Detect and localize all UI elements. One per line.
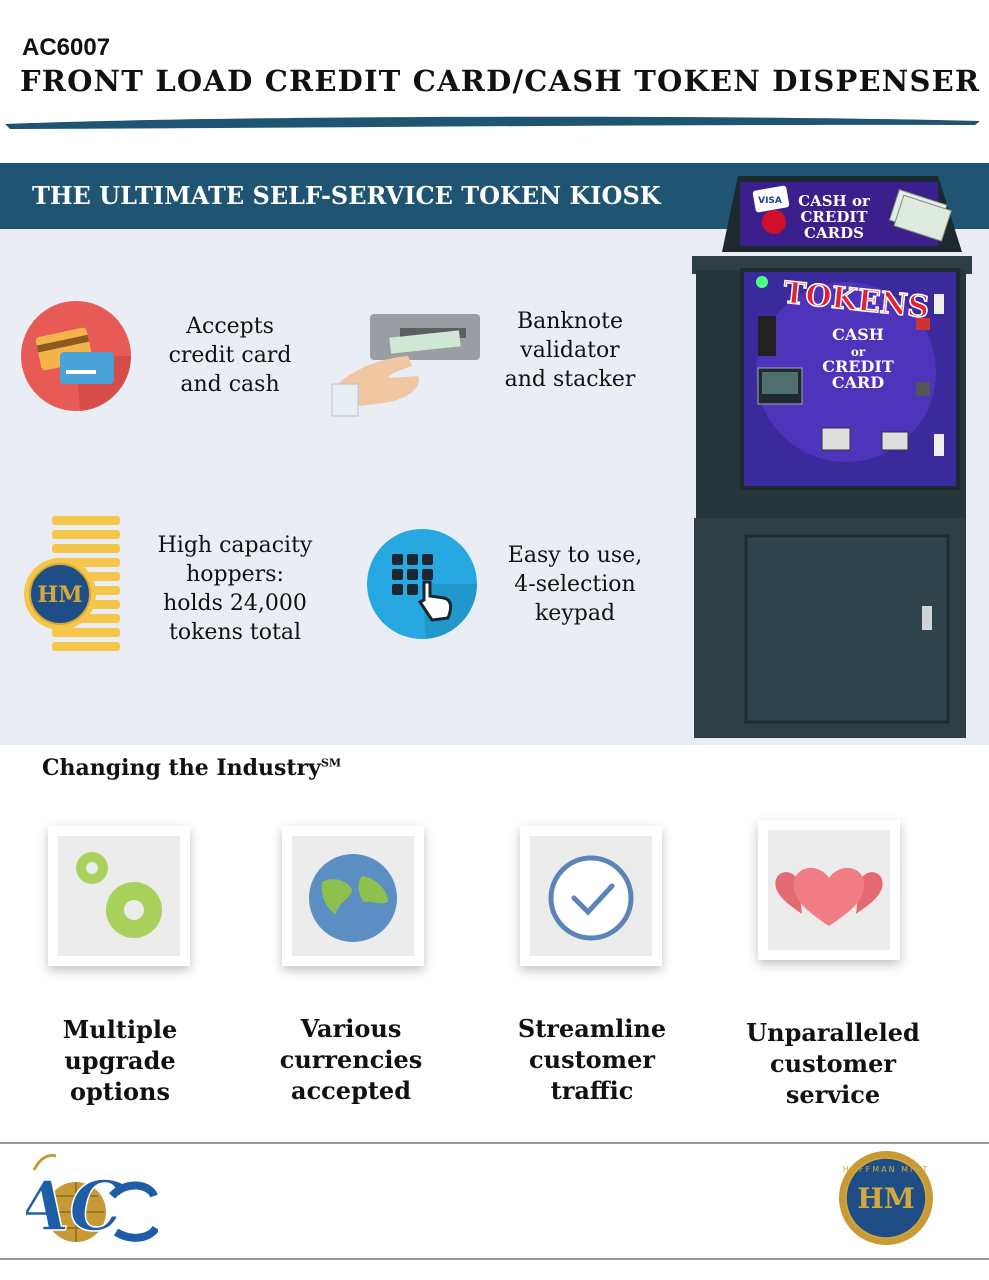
feature-line: credit card	[168, 343, 292, 368]
kiosk-machine-image: VISA CASH or CREDIT CARDS TOKENS CASH or…	[692, 176, 972, 738]
card-label-line: service	[785, 1080, 881, 1109]
feature-hoppers: High capacity hoppers: holds 24,000 toke…	[140, 531, 330, 647]
feature-line: Accepts	[186, 314, 274, 339]
feature-line: holds 24,000	[163, 591, 307, 616]
screen-line: or	[851, 345, 866, 359]
industry-heading-text: Changing the Industry	[42, 755, 321, 781]
feature-line: and cash	[180, 372, 280, 397]
feature-keypad: Easy to use, 4-selection keypad	[490, 541, 660, 628]
token-stack-icon: HM	[24, 516, 120, 651]
card-label-upgrade: Multiple upgrade options	[20, 1014, 220, 1107]
banner-title: THE ULTIMATE SELF-SERVICE TOKEN KIOSK	[32, 181, 661, 210]
brush-stroke-divider	[5, 116, 980, 129]
credit-card-icon	[21, 301, 132, 411]
keypad-icon	[367, 529, 478, 639]
feature-credit-card: Accepts credit card and cash	[140, 312, 320, 399]
ac-logo: AC	[26, 1154, 158, 1246]
feature-line: Banknote	[516, 309, 624, 334]
card-label-line: traffic	[550, 1076, 634, 1105]
feature-banknote: Banknote validator and stacker	[490, 307, 650, 394]
topper-line: CREDIT	[800, 208, 868, 226]
ac-logo-text: AC	[26, 1167, 123, 1246]
card-label-line: customer	[529, 1045, 655, 1074]
model-number: AC6007	[22, 34, 111, 61]
card-label-line: upgrade	[64, 1046, 176, 1075]
card-photo-inner	[768, 830, 890, 950]
svg-text:HM: HM	[37, 582, 82, 608]
card-label-line: customer	[770, 1049, 896, 1078]
card-photo	[758, 820, 900, 960]
screen-line: CASH	[832, 325, 884, 344]
card-label-line: accepted	[291, 1076, 411, 1105]
topper-card-brand: VISA	[758, 196, 782, 206]
card-photo-inner	[58, 836, 180, 956]
card-photo-inner	[530, 836, 652, 956]
card-label-traffic: Streamline customer traffic	[492, 1013, 692, 1106]
feature-line: validator	[520, 338, 620, 363]
card-photo	[282, 826, 424, 966]
hoffman-mint-logo: HM HOFFMAN MINT	[839, 1151, 933, 1245]
card-photo	[520, 826, 662, 966]
feature-line: keypad	[534, 601, 616, 626]
topper-line: CARDS	[804, 224, 864, 242]
card-label-service: Unparalleled customer service	[733, 1017, 933, 1110]
globe-icon	[309, 854, 397, 942]
hearts-icon	[775, 867, 883, 926]
card-label-currencies: Various currencies accepted	[251, 1013, 451, 1106]
feature-line: Easy to use,	[507, 543, 643, 568]
card-photo-inner	[292, 836, 414, 956]
industry-heading: Changing the IndustrySM	[42, 755, 341, 781]
screen-line: CARD	[832, 373, 884, 392]
card-label-line: Multiple	[62, 1015, 178, 1044]
banknote-hand-icon	[331, 314, 480, 417]
footer-divider-bottom	[0, 1258, 989, 1260]
card-label-line: Unparalleled	[746, 1018, 920, 1047]
gears-icon	[76, 852, 162, 938]
card-photo	[48, 826, 190, 966]
hm-logo-text: HM	[857, 1182, 914, 1215]
card-label-line: options	[70, 1077, 170, 1106]
card-label-line: Various	[300, 1014, 402, 1043]
feature-line: hoppers:	[186, 562, 284, 587]
feature-line: tokens total	[169, 620, 301, 645]
footer-divider-top	[0, 1142, 989, 1144]
hm-logo-ring-text: HOFFMAN MINT	[843, 1165, 930, 1174]
feature-line: 4-selection	[514, 572, 636, 597]
clock-icon	[548, 855, 634, 941]
page-title: FRONT LOAD CREDIT CARD/CASH TOKEN DISPEN…	[20, 64, 981, 98]
feature-line: High capacity	[157, 533, 313, 558]
feature-line: and stacker	[504, 367, 636, 392]
card-label-line: currencies	[279, 1045, 423, 1074]
screen-line: CREDIT	[822, 357, 894, 376]
card-label-line: Streamline	[517, 1014, 667, 1043]
service-mark: SM	[320, 756, 342, 770]
topper-line: CASH or	[798, 192, 871, 210]
